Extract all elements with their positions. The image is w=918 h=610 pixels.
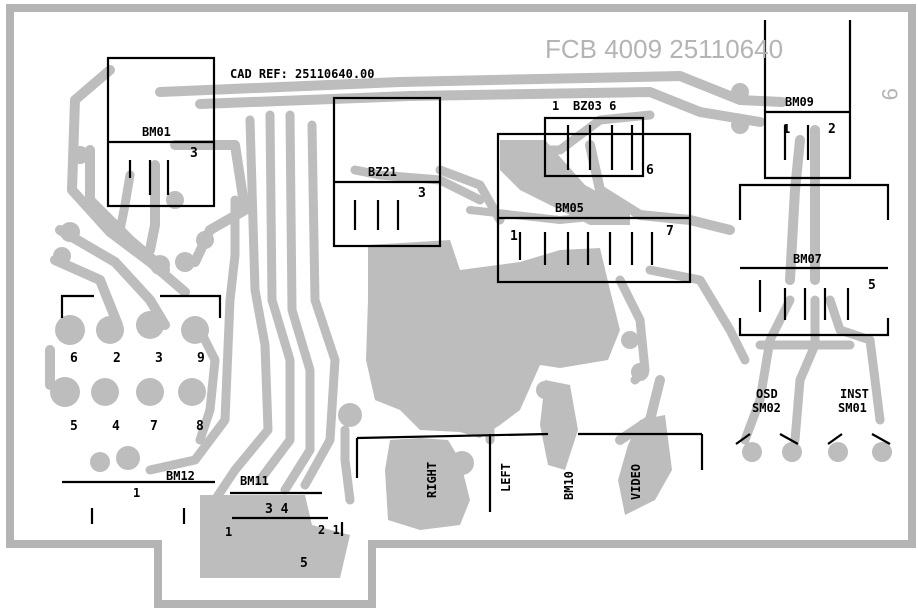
bm10-left-label: LEFT xyxy=(499,463,513,492)
bm12-pin-6: 6 xyxy=(70,351,78,366)
silkscreen xyxy=(60,20,891,536)
inst-label: INST xyxy=(840,387,869,401)
part-number: FCB 4009 25110640 xyxy=(545,34,783,64)
bm01-label: BM01 xyxy=(142,125,171,139)
bm12-pin-4: 4 xyxy=(112,419,120,434)
bz21-label: BZ21 xyxy=(368,165,397,179)
bm12-outline xyxy=(60,294,94,318)
bm11-label: BM11 xyxy=(240,474,269,488)
bm12-pin-5: 5 xyxy=(70,419,78,434)
bm11-pins-34: 3 4 xyxy=(265,502,289,517)
bz21-pin3: 3 xyxy=(418,186,426,201)
bm07-outline xyxy=(738,183,890,220)
bm05-outline xyxy=(496,132,692,284)
bm01-outline xyxy=(106,56,216,208)
bm09-outline xyxy=(763,20,852,180)
bm12-pin-7: 7 xyxy=(150,419,158,434)
bm11-pins-21: 2 1 xyxy=(318,523,340,537)
bm12-pin1: 1 xyxy=(133,486,140,500)
bm12-pin-9: 9 xyxy=(197,351,205,366)
bm12-pin-8: 8 xyxy=(196,419,204,434)
bz03-pin6: 6 xyxy=(646,163,654,178)
pads xyxy=(50,83,892,558)
bm10-outline xyxy=(356,432,549,440)
bm07-pin5: 5 xyxy=(868,278,876,293)
osd-label: OSD xyxy=(756,387,778,401)
sm02-label: SM02 xyxy=(752,401,781,415)
bm10-label: BM10 xyxy=(562,471,576,500)
bm11-pin5: 5 xyxy=(300,556,308,571)
bm05-pin1: 1 xyxy=(510,229,518,244)
silk-labels: FCB 4009 25110640 CAD REF: 25110640.00 9… xyxy=(70,34,902,571)
bz03-outline xyxy=(543,116,645,178)
bm09-label: BM09 xyxy=(785,95,814,109)
bm07-label: BM07 xyxy=(793,252,822,266)
sm01-label: SM01 xyxy=(838,401,867,415)
bm05-label: BM05 xyxy=(555,201,584,215)
bm12-pin-3: 3 xyxy=(155,351,163,366)
cad-ref: CAD REF: 25110640.00 xyxy=(230,67,375,81)
bm12-pin-2: 2 xyxy=(113,351,121,366)
bm12-label: BM12 xyxy=(166,469,195,483)
bz21-outline xyxy=(332,96,442,248)
bm09-pin1: 1 xyxy=(783,122,790,136)
board-outline xyxy=(6,4,916,608)
bm10-right-label: RIGHT xyxy=(425,462,439,498)
bm09-pin2: 2 xyxy=(828,122,836,137)
bz03-pin1: 1 xyxy=(552,99,559,113)
bm10-video-label: VIDEO xyxy=(629,464,643,500)
bm11-pin1: 1 xyxy=(225,525,232,539)
corner-digit: 9 xyxy=(877,88,902,100)
bm05-pin7: 7 xyxy=(666,224,674,239)
bm01-pin3: 3 xyxy=(190,146,198,161)
bz03-label: BZ03 6 xyxy=(573,99,616,113)
